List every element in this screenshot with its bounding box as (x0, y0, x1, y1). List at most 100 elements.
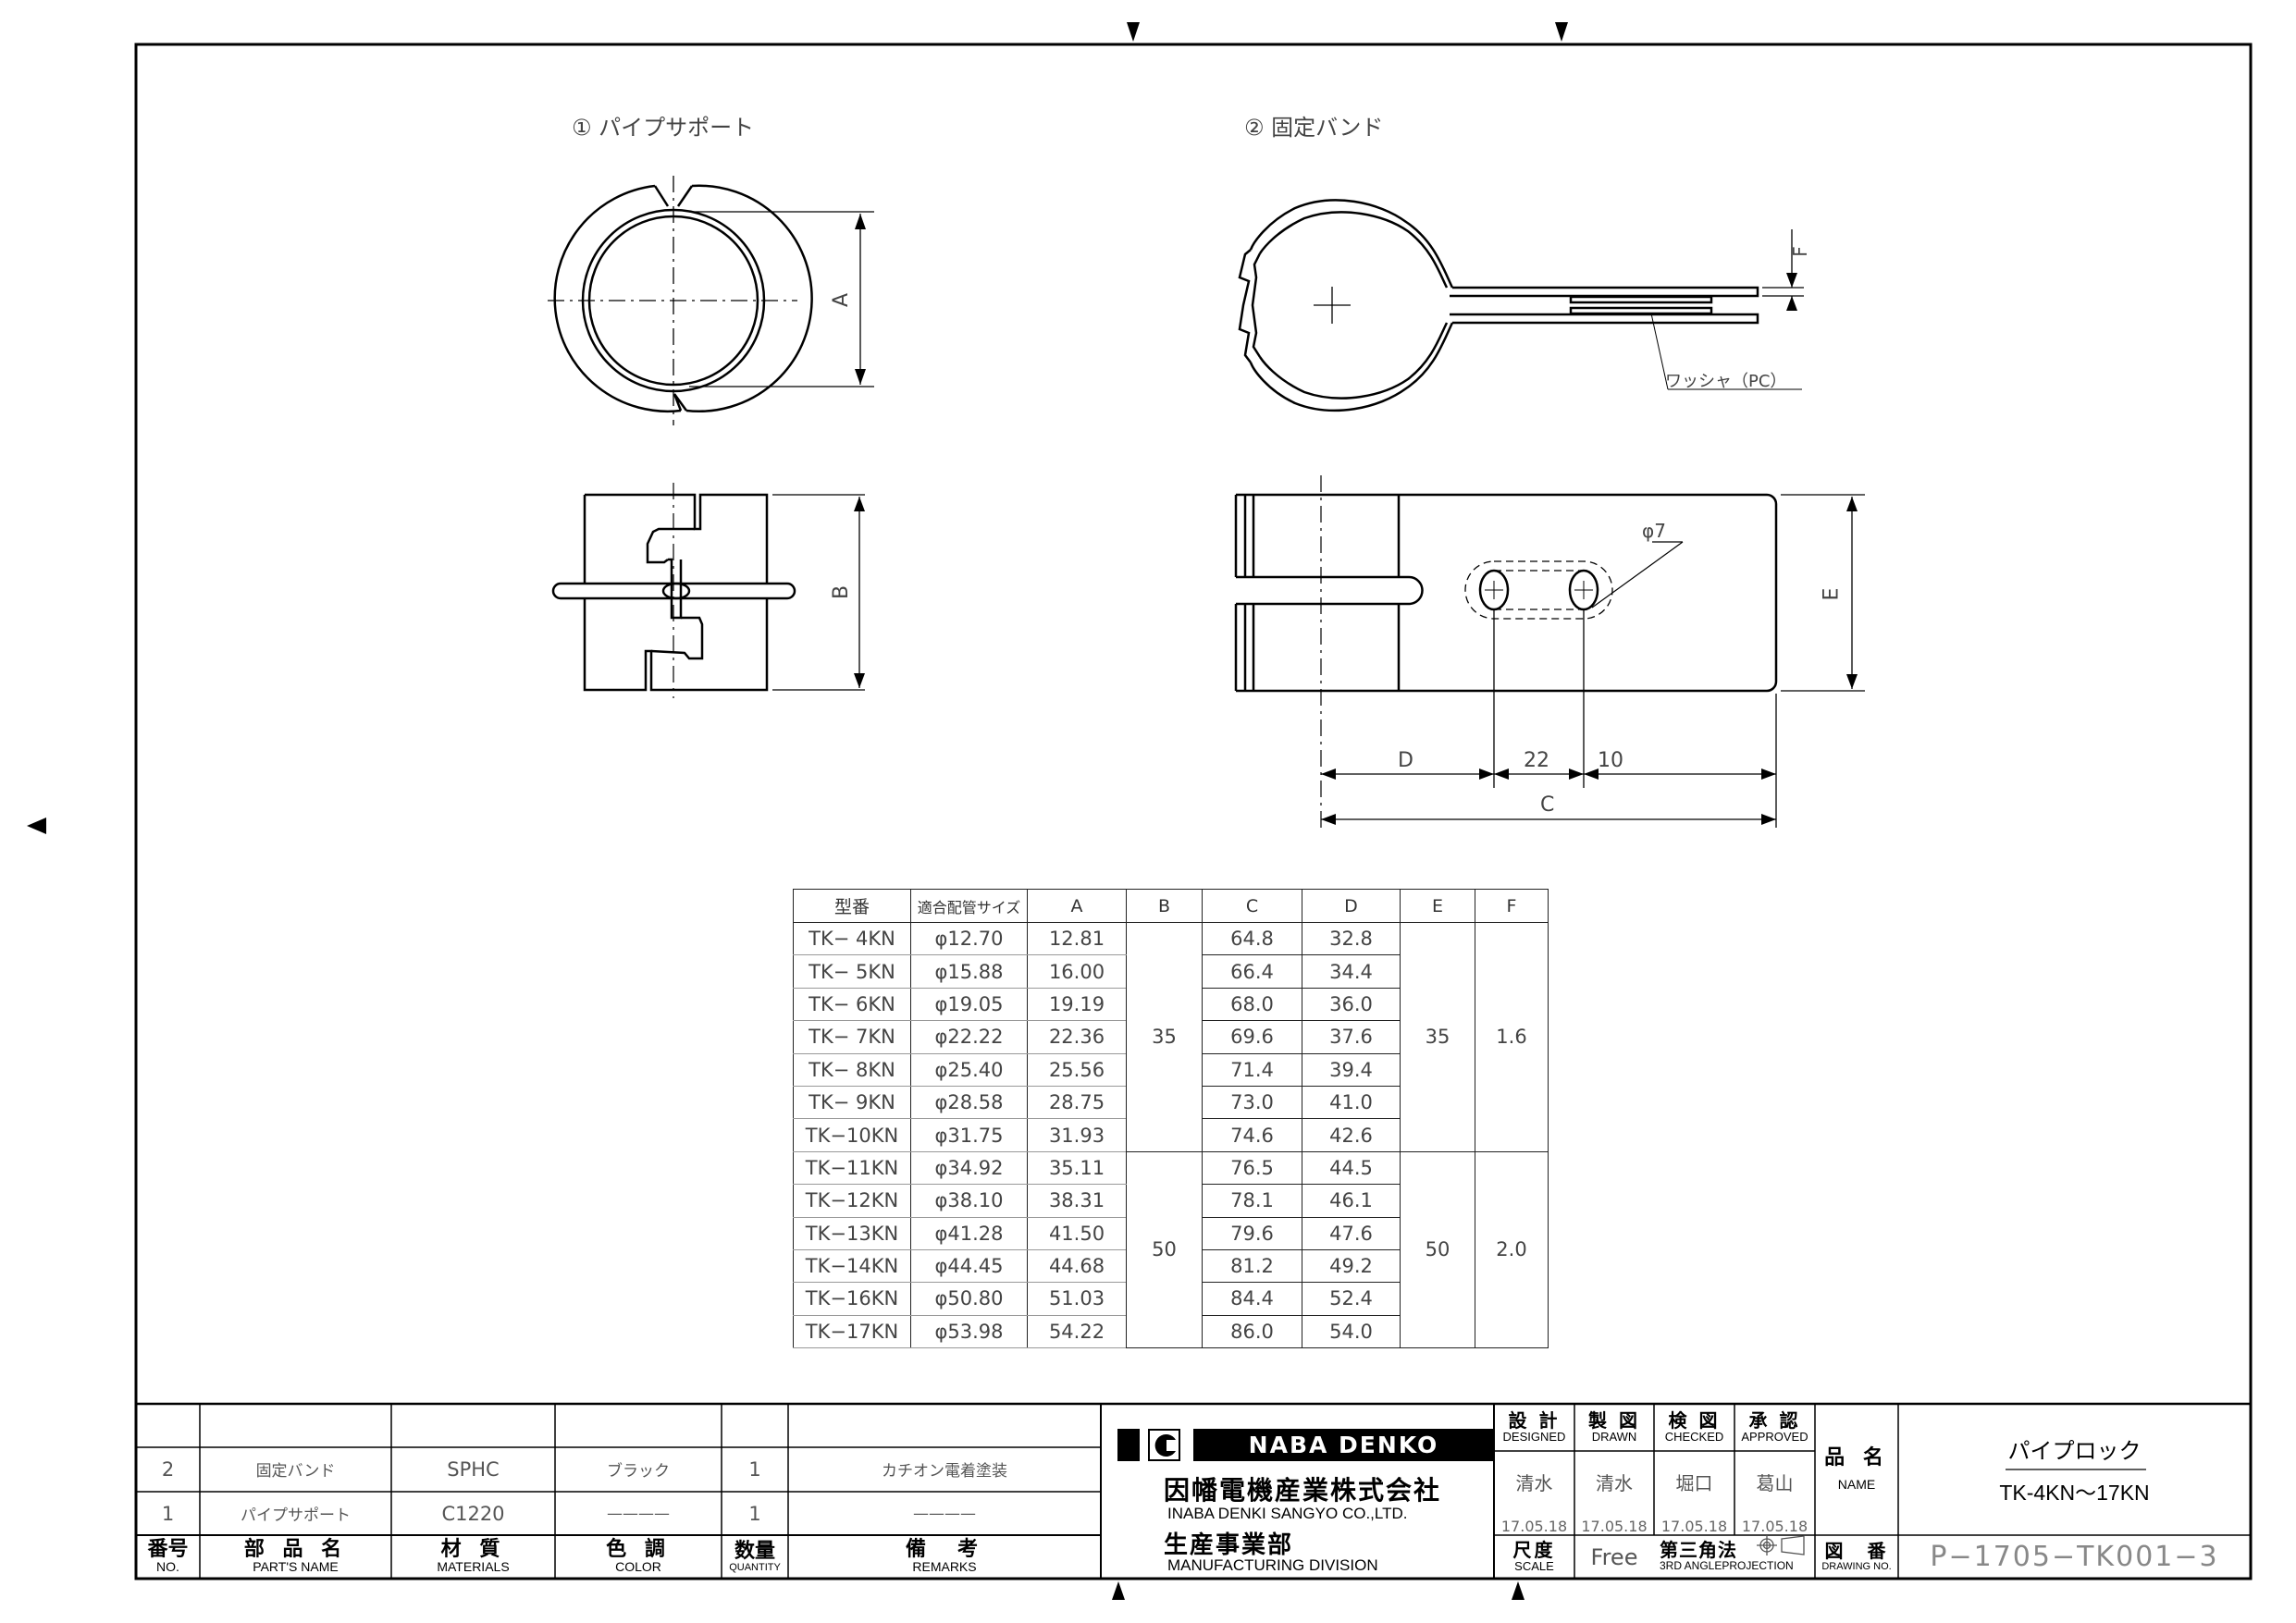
hole-diameter-label: φ7 (1642, 520, 1666, 542)
scale-label: 尺度 SCALE (1512, 1538, 1556, 1573)
cell-f: 2.0 (1475, 1150, 1549, 1349)
cell-model: TK− 5KN (793, 954, 911, 989)
parts-cell-part-name: 固定バンド (255, 1462, 336, 1481)
company-logo-icon (1148, 1429, 1180, 1461)
cell-model: TK−16KN (793, 1282, 911, 1316)
cell-a: 25.56 (1027, 1052, 1127, 1087)
projection-method: 第三角法 3RD ANGLEPROJECTION (1660, 1539, 1794, 1573)
parts-cell-material: C1220 (441, 1502, 505, 1525)
signoff-date: 17.05.18 (1741, 1517, 1808, 1535)
cell-pipe-size: φ12.70 (910, 921, 1028, 956)
company-name-en: INABA DENKI SANGYO CO.,LTD. (1167, 1505, 1408, 1522)
cell-d: 34.4 (1302, 954, 1401, 989)
product-name-label: 品 名 NAME (1824, 1445, 1889, 1492)
cell-c: 69.6 (1202, 1020, 1302, 1054)
header-c: C (1202, 889, 1302, 923)
bottom-center-marker-left (1112, 1581, 1125, 1600)
third-angle-projection-icon (1757, 1535, 1805, 1555)
parts-cell-color (555, 1404, 722, 1447)
cell-c: 76.5 (1202, 1150, 1302, 1186)
signoff-person: 葛山 (1756, 1472, 1794, 1494)
header-pipe-size: 適合配管サイズ (910, 889, 1028, 923)
parts-cell-part-name (200, 1404, 391, 1447)
parts-cell-material (391, 1404, 555, 1447)
cell-model: TK−10KN (793, 1118, 911, 1152)
parts-cell-remarks: ———— (913, 1504, 976, 1523)
header-e: E (1400, 889, 1475, 923)
cell-model: TK−11KN (793, 1150, 911, 1186)
signoff-person: 清水 (1596, 1472, 1633, 1494)
parts-cell-remarks (788, 1404, 1101, 1447)
top-center-marker-right (1555, 22, 1568, 42)
cell-a: 12.81 (1027, 921, 1127, 956)
cell-pipe-size: φ28.58 (910, 1085, 1028, 1120)
product-name: パイプロック (2007, 1437, 2142, 1464)
part1-view-title: ① パイプサポート (572, 115, 755, 141)
brand-banner: NABA DENKO (1193, 1429, 1494, 1461)
cell-c: 84.4 (1202, 1282, 1302, 1316)
division-name-en: MANUFACTURING DIVISION (1167, 1556, 1378, 1574)
company-name-jp: 因幡電機産業株式会社 (1164, 1475, 1442, 1506)
parts-cell-part-name: パイプサポート (241, 1506, 351, 1525)
cell-c: 71.4 (1202, 1052, 1302, 1087)
cell-pipe-size: φ38.10 (910, 1184, 1028, 1218)
header-model: 型番 (793, 889, 911, 923)
cell-d: 54.0 (1302, 1314, 1401, 1349)
cell-pipe-size: φ41.28 (910, 1216, 1028, 1250)
cell-pipe-size: φ25.40 (910, 1052, 1028, 1087)
header-d: D (1302, 889, 1401, 923)
signoff-date: 17.05.18 (1500, 1517, 1568, 1535)
left-center-marker (27, 818, 46, 834)
cell-d: 42.6 (1302, 1118, 1401, 1152)
cell-f: 1.6 (1475, 922, 1549, 1152)
cell-pipe-size: φ50.80 (910, 1282, 1028, 1316)
cell-pipe-size: φ19.05 (910, 987, 1028, 1022)
cell-pipe-size: φ44.45 (910, 1248, 1028, 1284)
parts-cell-no: 1 (161, 1502, 175, 1525)
fixing-band-front-view (1238, 199, 1759, 412)
cell-c: 79.6 (1202, 1216, 1302, 1250)
top-center-marker-left (1127, 22, 1140, 42)
cell-a: 35.11 (1027, 1150, 1127, 1186)
bottom-center-marker-right (1512, 1581, 1524, 1600)
cell-d: 49.2 (1302, 1248, 1401, 1284)
cell-model: TK− 9KN (793, 1085, 911, 1120)
cell-e: 35 (1400, 922, 1475, 1152)
cell-model: TK− 7KN (793, 1020, 911, 1054)
header-b: B (1126, 889, 1203, 923)
cell-a: 44.68 (1027, 1248, 1127, 1284)
dimension-table-header: 型番 適合配管サイズ A B C D E F (793, 889, 1549, 923)
cell-c: 68.0 (1202, 987, 1302, 1022)
parts-cell-quantity: 1 (748, 1502, 761, 1525)
cell-a: 16.00 (1027, 954, 1127, 989)
cell-c: 81.2 (1202, 1248, 1302, 1284)
signoff-person: 堀口 (1675, 1472, 1713, 1494)
cell-pipe-size: φ15.88 (910, 954, 1028, 989)
cell-model: TK−14KN (793, 1248, 911, 1284)
parts-cell-quantity (722, 1404, 788, 1447)
cell-model: TK−12KN (793, 1184, 911, 1218)
cell-a: 28.75 (1027, 1085, 1127, 1120)
cell-b: 50 (1126, 1150, 1203, 1349)
dim-label-b: B (830, 584, 854, 600)
dim-label-10: 10 (1598, 749, 1623, 772)
cell-c: 64.8 (1202, 921, 1302, 956)
cell-b: 35 (1126, 922, 1203, 1152)
drawing-no-label: 図 番 DRAWING NO. (1821, 1539, 1892, 1572)
cell-pipe-size: φ53.98 (910, 1314, 1028, 1349)
cell-e: 50 (1400, 1150, 1475, 1349)
dim-label-d: D (1398, 749, 1413, 772)
division-name-jp: 生産事業部 (1164, 1531, 1294, 1559)
cell-a: 54.22 (1027, 1314, 1127, 1349)
parts-cell-quantity: 1 (748, 1457, 761, 1481)
